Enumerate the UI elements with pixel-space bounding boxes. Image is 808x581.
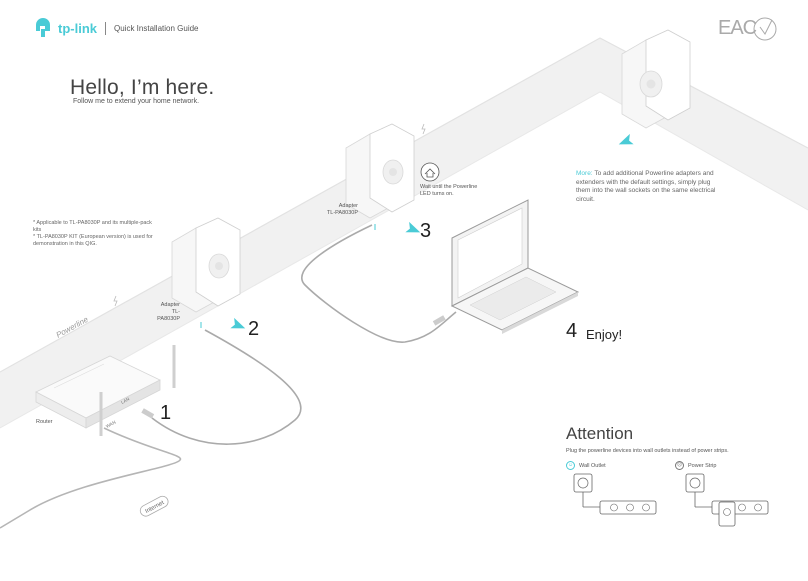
rj45-plug	[432, 315, 446, 326]
step-4-number: 4	[566, 320, 578, 342]
adapter-a-label: Adapter TL-PA8030P	[157, 302, 180, 322]
rj45-plug	[141, 408, 155, 419]
header-divider	[105, 21, 106, 35]
applicability-notes: * Applicable to TL-PA8030P and its multi…	[33, 220, 153, 248]
ethernet-cable-1	[151, 329, 302, 445]
wall-outlet-option: ☺ Wall Outlet	[566, 461, 606, 470]
power-mark-icon	[421, 123, 426, 135]
plug-arrow-icon	[230, 317, 246, 329]
laptop-illustration	[450, 199, 580, 334]
router-illustration	[35, 345, 176, 436]
power-strip-label: Power Strip	[688, 462, 717, 469]
tp-link-logo-icon	[36, 18, 50, 37]
enjoy-text: Enjoy!	[586, 327, 623, 342]
wait-led-text: Wait until the Powerline LED turns on.	[420, 184, 478, 197]
attention-title: Attention	[566, 424, 634, 443]
power-strip-diagram	[685, 473, 769, 527]
wall-outlet-label: Wall Outlet	[579, 462, 606, 469]
note-item: * Applicable to TL-PA8030P and its multi…	[33, 220, 152, 233]
eac-mark: EAC	[718, 17, 757, 39]
brand-name: tp-link	[58, 20, 97, 36]
wall-outlet-diagram	[573, 473, 657, 515]
plug-arrow-icon	[405, 221, 421, 233]
ethernet-cable-2	[301, 224, 457, 343]
frown-icon: ☹	[675, 461, 684, 470]
certification-icon	[753, 17, 777, 41]
step-1-number: 1	[160, 402, 172, 424]
step-2-number: 2	[248, 318, 260, 340]
power-strip-option: ☹ Power Strip	[675, 461, 716, 470]
powerline-adapter-a	[171, 217, 241, 313]
powerline-adapter-extra	[621, 29, 691, 129]
hello-subtitle: Follow me to extend your home network.	[73, 98, 200, 105]
guide-title: Quick Installation Guide	[114, 23, 199, 33]
more-key: More:	[576, 170, 593, 177]
home-led-icon	[420, 162, 440, 182]
attention-text: Plug the powerline devices into wall out…	[566, 448, 729, 454]
more-text: To add additional Powerline adapters and…	[576, 170, 716, 203]
more-info: More: To add additional Powerline adapte…	[576, 170, 726, 204]
router-wan-label: WAN	[105, 420, 116, 429]
header: tp-link Quick Installation Guide	[32, 17, 199, 39]
adapter-b-label: Adapter TL-PA8030P	[326, 203, 358, 216]
internet-cable	[0, 427, 182, 529]
smile-icon: ☺	[566, 461, 575, 470]
power-mark-icon	[113, 295, 118, 307]
note-item: * TL-PA8030P KIT (European version) is u…	[33, 234, 153, 247]
step-3-number: 3	[420, 220, 432, 242]
powerline-adapter-b	[345, 123, 415, 219]
hello-title: Hello, I’m here.	[70, 76, 215, 99]
plug-arrow-icon	[618, 133, 634, 145]
router-port-label: LAN	[120, 396, 130, 405]
router-label: Router	[36, 419, 53, 425]
